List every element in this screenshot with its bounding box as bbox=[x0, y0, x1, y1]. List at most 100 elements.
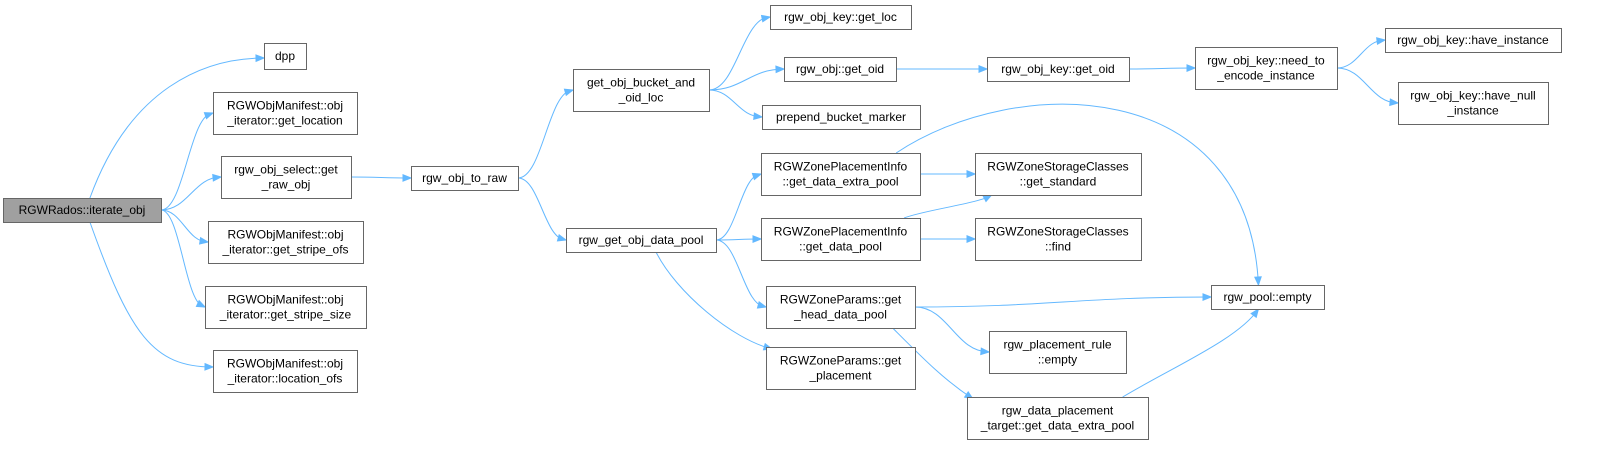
node-obj-to-raw[interactable]: rgw_obj_to_raw bbox=[411, 166, 519, 191]
node-box bbox=[221, 156, 352, 199]
node-label: RGWZoneParams::get bbox=[780, 293, 902, 307]
node-label: rgw_obj_key::have_null bbox=[1410, 89, 1535, 103]
node-label: RGWZonePlacementInfo bbox=[774, 160, 908, 174]
node-label: _placement bbox=[808, 369, 872, 383]
edge-bucket_oid-to-obj_get_oid bbox=[708, 68, 785, 91]
node-label: rgw_data_placement bbox=[1002, 404, 1114, 418]
arrowhead-bucket_oid-to-prepend bbox=[753, 112, 764, 121]
node-label: _instance bbox=[1446, 104, 1499, 118]
node-box bbox=[1211, 285, 1325, 310]
edge-obj_to_raw-to-data_pool bbox=[517, 177, 567, 241]
arrowhead-dpt_extra-to-pool_empty bbox=[1250, 307, 1260, 319]
node-label: rgw_obj_key::get_loc bbox=[784, 10, 897, 24]
node-label: _oid_loc bbox=[618, 91, 664, 105]
edge-data_pool-to-zp_head bbox=[715, 239, 767, 308]
node-label: _target::get_data_extra_pool bbox=[980, 419, 1134, 433]
arrowhead-data_pool-to-zpi_data bbox=[752, 235, 763, 243]
arrowhead-zpi_extra-to-pool_empty bbox=[1254, 276, 1262, 287]
edge-zpi_extra-to-pool_empty bbox=[895, 103, 1259, 286]
arrowhead-iterate_obj-to-get_raw_obj bbox=[212, 173, 223, 182]
node-zsc-standard[interactable]: RGWZoneStorageClasses::get_standard bbox=[975, 153, 1142, 196]
node-box bbox=[205, 286, 367, 329]
node-box bbox=[967, 397, 1149, 440]
edge-zp_head-to-rule_empty bbox=[914, 306, 990, 353]
edge-iterate_obj-to-get_location bbox=[160, 112, 214, 211]
node-need-encode[interactable]: rgw_obj_key::need_to_encode_instance bbox=[1195, 47, 1338, 90]
node-label: rgw_obj::get_oid bbox=[796, 62, 884, 76]
node-rule-empty[interactable]: rgw_placement_rule::empty bbox=[989, 331, 1127, 374]
node-dpp[interactable]: dpp bbox=[264, 43, 307, 70]
arrowhead-iterate_obj-to-location_ofs bbox=[204, 362, 215, 371]
node-box bbox=[566, 228, 717, 253]
node-zp-head[interactable]: RGWZoneParams::get_head_data_pool bbox=[766, 286, 916, 329]
node-label: _iterator::get_location bbox=[226, 114, 342, 128]
arrowhead-iterate_obj-to-dpp bbox=[255, 54, 266, 63]
nodes: RGWRados::iterate_obj dppRGWObjManifest::… bbox=[3, 5, 1562, 440]
node-label: dpp bbox=[275, 49, 295, 63]
node-key-get-loc[interactable]: rgw_obj_key::get_loc bbox=[770, 5, 912, 30]
node-box bbox=[975, 153, 1142, 196]
node-prepend[interactable]: prepend_bucket_marker bbox=[762, 105, 921, 130]
node-get-raw-obj[interactable]: rgw_obj_select::get_raw_obj bbox=[221, 156, 352, 199]
arrowhead-iterate_obj-to-get_location bbox=[203, 112, 215, 120]
node-label: RGWObjManifest::obj bbox=[227, 99, 343, 113]
node-get-stripe-ofs[interactable]: RGWObjManifest::obj_iterator::get_stripe… bbox=[208, 221, 364, 264]
arrowhead-need_encode-to-have_instance bbox=[1376, 37, 1387, 45]
node-bucket-oid[interactable]: get_obj_bucket_and_oid_loc bbox=[573, 69, 710, 112]
node-zsc-find[interactable]: RGWZoneStorageClasses::find bbox=[975, 218, 1142, 261]
node-get-stripe-size[interactable]: RGWObjManifest::obj_iterator::get_stripe… bbox=[205, 286, 367, 329]
edges bbox=[89, 14, 1400, 400]
node-pool-empty[interactable]: rgw_pool::empty bbox=[1211, 285, 1325, 310]
edge-bucket_oid-to-key_get_loc bbox=[708, 16, 771, 91]
edge-data_pool-to-zpi_extra bbox=[715, 173, 762, 241]
arrowhead-bucket_oid-to-obj_get_oid bbox=[775, 65, 786, 74]
node-label: RGWZonePlacementInfo bbox=[774, 225, 908, 239]
node-label: ::empty bbox=[1038, 353, 1077, 367]
node-label: _iterator::get_stripe_ofs bbox=[221, 243, 348, 257]
node-box bbox=[213, 350, 358, 393]
node-data-pool[interactable]: rgw_get_obj_data_pool bbox=[566, 228, 717, 253]
node-dpt-extra[interactable]: rgw_data_placement_target::get_data_extr… bbox=[967, 397, 1149, 440]
arrowhead-data_pool-to-zpi_extra bbox=[751, 172, 763, 181]
node-zpi-data[interactable]: RGWZonePlacementInfo::get_data_pool bbox=[761, 218, 921, 261]
node-box bbox=[987, 57, 1130, 82]
arrowhead-zp_head-to-pool_empty bbox=[1202, 293, 1213, 301]
node-box bbox=[989, 331, 1127, 374]
node-label: rgw_obj_key::need_to bbox=[1207, 54, 1325, 68]
node-label: RGWZoneParams::get bbox=[780, 354, 902, 368]
node-iterate-obj[interactable]: RGWRados::iterate_obj bbox=[3, 198, 162, 223]
node-zpi-extra[interactable]: RGWZonePlacementInfo::get_data_extra_poo… bbox=[761, 153, 921, 196]
node-get-location[interactable]: RGWObjManifest::obj_iterator::get_locati… bbox=[213, 92, 358, 135]
node-zp-placement[interactable]: RGWZoneParams::get_placement bbox=[766, 347, 916, 390]
node-obj-get-oid[interactable]: rgw_obj::get_oid bbox=[784, 57, 897, 82]
node-label: rgw_get_obj_data_pool bbox=[579, 233, 704, 247]
edge-iterate_obj-to-location_ofs bbox=[89, 221, 214, 368]
node-label: _iterator::get_stripe_size bbox=[219, 308, 352, 322]
node-box bbox=[1195, 47, 1338, 90]
edge-data_pool-to-zp_placement bbox=[655, 251, 773, 350]
edge-zp_head-to-pool_empty bbox=[914, 296, 1212, 308]
node-have-null[interactable]: rgw_obj_key::have_null_instance bbox=[1398, 82, 1549, 125]
arrowhead-get_raw_obj-to-obj_to_raw bbox=[402, 174, 413, 182]
node-key-get-oid[interactable]: rgw_obj_key::get_oid bbox=[987, 57, 1130, 82]
edge-dpt_extra-to-pool_empty bbox=[1122, 308, 1259, 398]
arrowhead-obj_to_raw-to-bucket_oid bbox=[563, 88, 575, 97]
node-label: RGWObjManifest::obj bbox=[227, 357, 343, 371]
edge-zp_head-to-dpt_extra bbox=[892, 327, 974, 400]
node-box bbox=[761, 218, 921, 261]
node-box bbox=[761, 153, 921, 196]
node-label: get_obj_bucket_and bbox=[587, 76, 695, 90]
node-have-instance[interactable]: rgw_obj_key::have_instance bbox=[1385, 28, 1562, 53]
node-box bbox=[975, 218, 1142, 261]
arrowhead-bucket_oid-to-key_get_loc bbox=[760, 14, 772, 23]
edge-iterate_obj-to-dpp bbox=[89, 57, 265, 199]
node-box bbox=[1385, 28, 1562, 53]
node-label: prepend_bucket_marker bbox=[776, 110, 906, 124]
node-label: ::find bbox=[1045, 240, 1071, 254]
node-location-ofs[interactable]: RGWObjManifest::obj_iterator::location_o… bbox=[213, 350, 358, 393]
arrowhead-zpi_extra-to-zsc_standard bbox=[966, 170, 977, 178]
edge-key_get_oid-to-need_encode bbox=[1128, 67, 1196, 70]
node-label: RGWObjManifest::obj bbox=[227, 293, 343, 307]
node-label: RGWZoneStorageClasses bbox=[987, 225, 1128, 239]
